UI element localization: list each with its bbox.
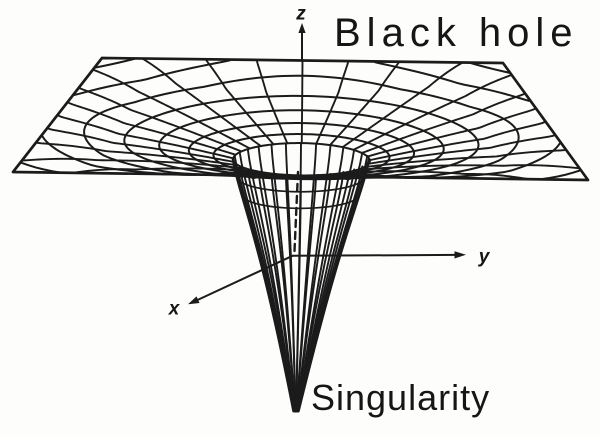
sheet-spoke [35, 141, 240, 167]
y-axis-label: y [478, 246, 490, 268]
funnel-ring [242, 197, 359, 210]
funnel-spoke [295, 142, 302, 412]
sheet-spoke [363, 148, 567, 169]
funnel-spoke [257, 146, 296, 412]
sheet-spoke [366, 107, 537, 158]
x-axis-label: x [168, 298, 180, 320]
sheet-spoke [368, 120, 547, 162]
sheet-spoke [92, 68, 251, 150]
sheet-ring [539, 169, 581, 181]
sheet-spoke [66, 101, 237, 156]
sheet-spoke [344, 170, 531, 181]
funnel-ring [237, 179, 364, 193]
sheet-ring [374, 61, 531, 102]
singularity-label: Singularity [311, 377, 491, 418]
z-axis-label: z [296, 3, 306, 25]
sheet-spoke [141, 57, 262, 148]
sheet-spoke [21, 157, 248, 170]
sheet-spoke [56, 114, 235, 160]
sheet-spoke [367, 134, 556, 165]
sheet-ring [469, 61, 511, 74]
black-hole-label: Black hole [334, 11, 579, 55]
sheet-ring [94, 57, 136, 69]
sheet-spoke [46, 127, 236, 163]
sheet-ring [73, 59, 231, 96]
sheet-boundary [11, 56, 590, 182]
x-axis-shaft [196, 254, 294, 301]
y-axis-shaft [291, 253, 457, 257]
sheet-spoke [255, 59, 289, 145]
funnel-spoke [238, 151, 295, 412]
sheet-spoke [341, 61, 464, 149]
sheet-spoke [329, 61, 400, 146]
sheet-spoke [315, 60, 350, 145]
sheet-spoke [78, 86, 243, 153]
sheet-spoke [205, 58, 275, 146]
sheet-spoke [355, 164, 581, 172]
funnel-spoke [297, 154, 369, 412]
funnel-spoke [296, 146, 345, 412]
funnel-spoke [246, 148, 296, 412]
funnel-spoke [270, 144, 296, 412]
funnel-spoke [296, 144, 332, 412]
sheet-spoke [300, 59, 304, 145]
sheet-spoke [70, 167, 258, 174]
sheet-spoke [352, 74, 513, 151]
funnel-spoke [296, 148, 356, 412]
z-axis-dashed [293, 170, 300, 253]
sheet-spoke [360, 92, 526, 154]
z-axis-arrowhead [298, 23, 306, 33]
y-axis-arrowhead [454, 251, 466, 259]
x-axis-arrowhead [188, 296, 200, 305]
